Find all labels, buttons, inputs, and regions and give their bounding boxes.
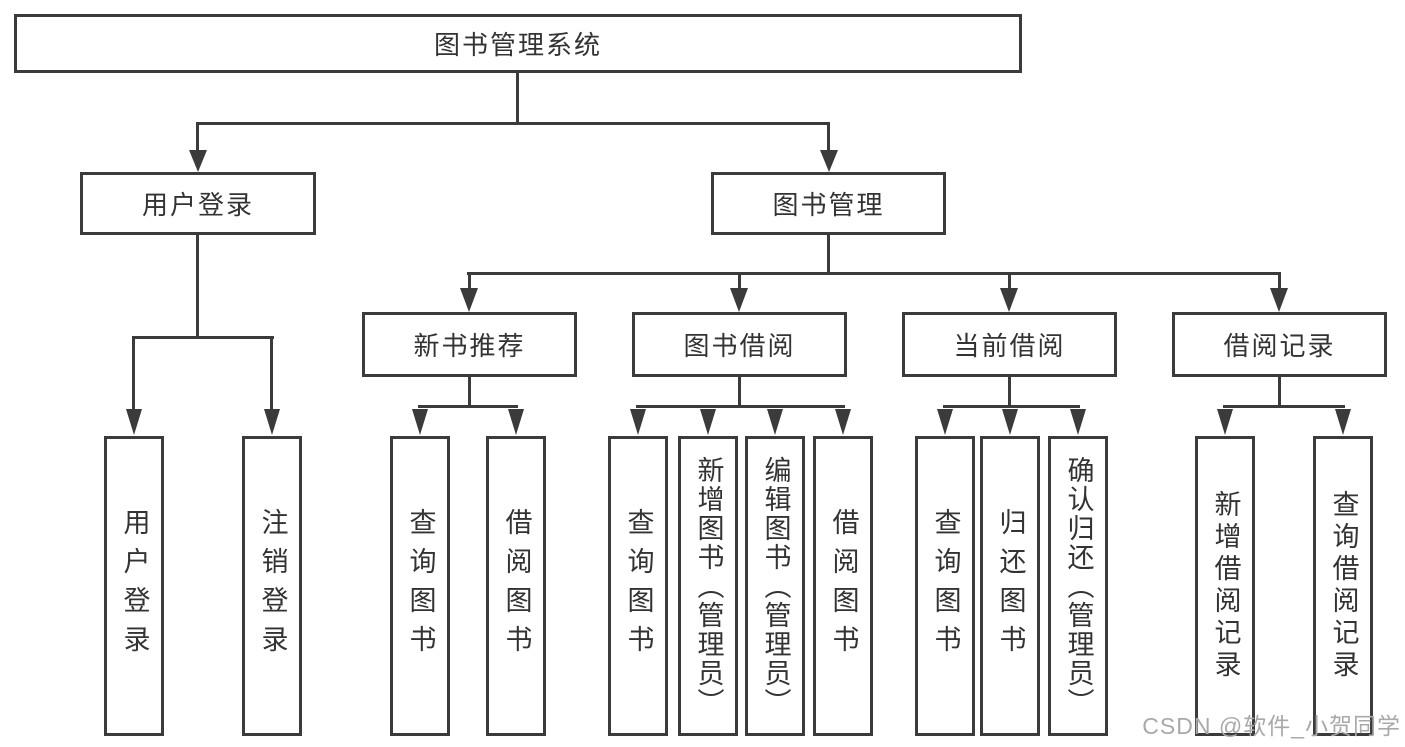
leaf-user-login: 用户登录 (104, 436, 164, 736)
connector-bookmgmt-stem (827, 235, 830, 274)
leaf-query-books-borrowing: 查询图书 (608, 436, 668, 736)
leaf-edit-books-admin: 编辑图书（管理员） (745, 436, 805, 736)
node-label: 图书管理系统 (433, 30, 602, 60)
connector-userlogin-hline (132, 336, 274, 339)
node-new-book-recommendation: 新书推荐 (362, 312, 577, 377)
leaf-label: 新增图书（管理员） (693, 455, 724, 717)
leaf-query-books-current: 查询图书 (915, 436, 975, 736)
leaf-label: 确认归还（管理员） (1063, 455, 1094, 717)
leaf-label: 查询图书 (405, 508, 436, 664)
leaf-add-borrow-record: 新增借阅记录 (1195, 436, 1255, 736)
connector-group-stem (738, 377, 741, 407)
arrowhead-down-icon (1002, 409, 1018, 435)
leaf-query-books-recommend: 查询图书 (390, 436, 450, 736)
arrowhead-down-icon (937, 409, 953, 435)
connector-groups-hline (467, 272, 1281, 275)
leaf-add-books-admin: 新增图书（管理员） (678, 436, 738, 736)
node-book-borrowing: 图书借阅 (632, 312, 847, 377)
node-label: 图书管理 (772, 190, 885, 220)
connector-group-stem (1008, 377, 1011, 407)
node-library-system: 图书管理系统 (14, 14, 1022, 73)
leaf-label: 查询图书 (623, 508, 654, 664)
arrowhead-down-icon (1335, 409, 1351, 435)
connector-level2-hline (196, 122, 830, 125)
node-book-management: 图书管理 (711, 172, 946, 235)
connector-group-shaft (1008, 274, 1011, 290)
arrowhead-down-icon (1217, 409, 1233, 435)
connector-leaf-shaft (270, 338, 273, 410)
connector-userlogin-shaft (196, 122, 199, 152)
leaf-label: 新增借阅记录 (1210, 490, 1241, 682)
connector-group-stem (1278, 377, 1281, 407)
arrowhead-down-icon (730, 288, 748, 312)
node-user-login: 用户登录 (80, 172, 316, 235)
connector-leaves-hline (943, 405, 1080, 408)
leaf-query-borrow-record: 查询借阅记录 (1313, 436, 1373, 736)
leaf-confirm-return-admin: 确认归还（管理员） (1048, 436, 1108, 736)
leaf-label: 用户登录 (119, 508, 150, 664)
arrowhead-down-icon (460, 288, 478, 312)
connector-group-stem (468, 377, 471, 407)
watermark: CSDN @软件_小贺同学 (1142, 713, 1401, 739)
leaf-label: 借阅图书 (501, 508, 532, 664)
arrowhead-down-icon (630, 409, 646, 435)
leaf-label: 查询借阅记录 (1328, 490, 1359, 682)
connector-leaves-hline (418, 405, 518, 408)
arrowhead-down-icon (126, 409, 142, 435)
leaf-label: 查询图书 (930, 508, 961, 664)
node-label: 当前借阅 (953, 331, 1066, 361)
node-label: 新书推荐 (413, 331, 526, 361)
arrowhead-down-icon (700, 409, 716, 435)
arrowhead-down-icon (835, 409, 851, 435)
connector-group-shaft (1278, 274, 1281, 290)
arrowhead-down-icon (1270, 288, 1288, 312)
leaf-label: 借阅图书 (828, 508, 859, 664)
connector-group-shaft (738, 274, 741, 290)
leaf-return-books: 归还图书 (980, 436, 1040, 736)
leaf-borrow-books-borrowing: 借阅图书 (813, 436, 873, 736)
connector-root-stem (516, 73, 519, 124)
node-current-borrowing: 当前借阅 (902, 312, 1117, 377)
node-label: 图书借阅 (683, 331, 796, 361)
connector-leaves-hline (1223, 405, 1345, 408)
leaf-borrow-books-recommend: 借阅图书 (486, 436, 546, 736)
leaf-logout: 注销登录 (242, 436, 302, 736)
arrowhead-down-icon (508, 409, 524, 435)
leaf-label: 归还图书 (995, 508, 1026, 664)
connector-bookmgmt-shaft (827, 122, 830, 152)
arrowhead-down-icon (264, 409, 280, 435)
arrowhead-down-icon (1000, 288, 1018, 312)
arrowhead-down-icon (820, 150, 838, 172)
arrowhead-down-icon (1070, 409, 1086, 435)
leaf-label: 编辑图书（管理员） (760, 455, 791, 717)
node-label: 借阅记录 (1223, 331, 1336, 361)
leaf-label: 注销登录 (257, 508, 288, 664)
arrowhead-down-icon (189, 150, 207, 172)
arrowhead-down-icon (412, 409, 428, 435)
node-borrowing-records: 借阅记录 (1172, 312, 1387, 377)
connector-group-shaft (468, 274, 471, 290)
connector-userlogin-stem (196, 235, 199, 338)
connector-leaf-shaft (132, 338, 135, 410)
connector-leaves-hline (636, 405, 845, 408)
arrowhead-down-icon (767, 409, 783, 435)
node-label: 用户登录 (141, 190, 254, 220)
